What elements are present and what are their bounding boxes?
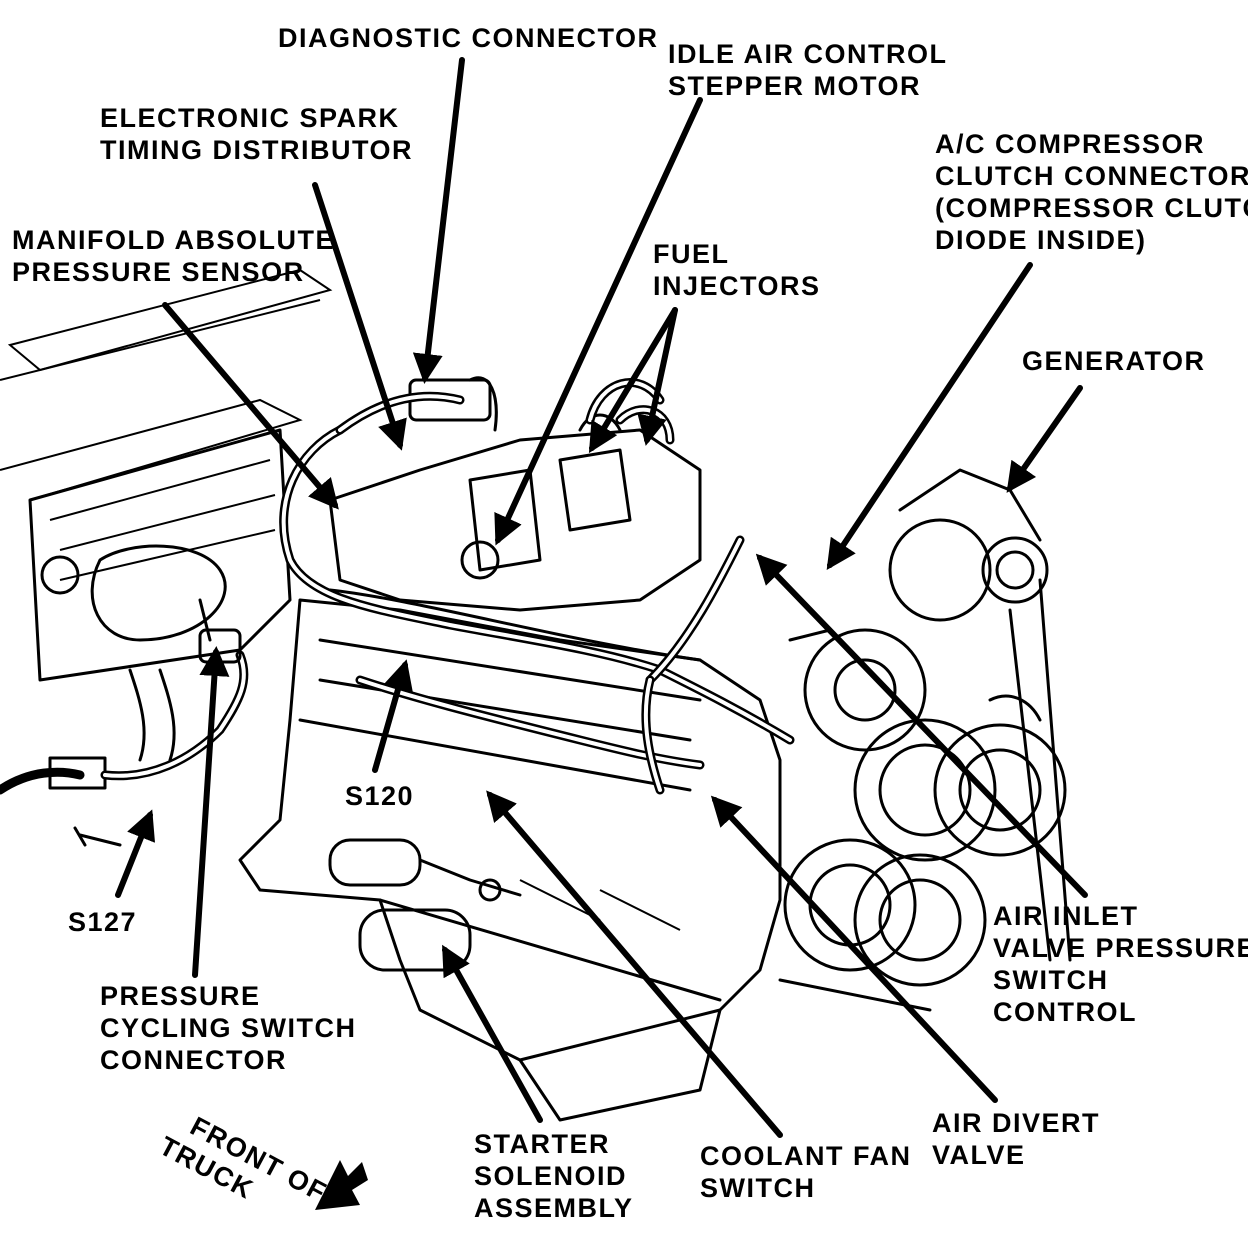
- arrow-pressure-cycling: [192, 646, 230, 978]
- arrow-generator: [1006, 385, 1083, 493]
- label-diagnostic-connector: DIAGNOSTIC CONNECTOR: [278, 23, 659, 53]
- arrow-s120: [372, 659, 413, 773]
- intake-manifold: [328, 376, 702, 612]
- label-pressure-cycling: PRESSURE CYCLING SWITCH CONNECTOR: [100, 981, 357, 1075]
- label-s120: S120: [345, 781, 415, 811]
- label-idle-air-control: IDLE AIR CONTROL STEPPER MOTOR: [668, 39, 948, 101]
- label-ac-compressor: A/C COMPRESSOR CLUTCH CONNECTOR (COMPRES…: [935, 129, 1248, 255]
- main-harness: [279, 378, 795, 795]
- label-fuel-injectors: FUEL INJECTORS: [653, 239, 821, 301]
- label-air-inlet: AIR INLET VALVE PRESSURE SWITCH CONTROL: [993, 901, 1248, 1027]
- arrow-distributor: [312, 182, 407, 451]
- radiator-support: [0, 268, 333, 762]
- label-generator: GENERATOR: [1022, 346, 1206, 376]
- engine-block: [238, 588, 782, 1122]
- arrow-manifold-pressure: [162, 302, 339, 510]
- arrow-fuel-injector-2: [637, 307, 678, 446]
- arrow-starter-solenoid: [442, 944, 543, 1123]
- label-coolant-fan: COOLANT FAN SWITCH: [700, 1141, 912, 1203]
- starter-solenoid-drawing: [328, 838, 522, 972]
- arrow-ac-compressor: [826, 262, 1033, 570]
- label-electronic-spark: ELECTRONIC SPARK TIMING DISTRIBUTOR: [100, 103, 413, 165]
- label-manifold-absolute: MANIFOLD ABSOLUTE PRESSURE SENSOR: [12, 225, 335, 287]
- label-starter-solenoid: STARTER SOLENOID ASSEMBLY: [474, 1129, 634, 1223]
- arrow-idle-air-control: [494, 97, 703, 546]
- arrow-diagnostic-connector: [412, 57, 465, 384]
- arrow-air-inlet: [755, 553, 1088, 898]
- pressure-cycling-harness: [0, 598, 249, 847]
- label-air-divert: AIR DIVERT VALVE: [932, 1108, 1101, 1170]
- arrow-air-divert: [710, 795, 998, 1103]
- arrow-s127: [115, 809, 156, 898]
- generator-drawing: [778, 468, 1072, 1012]
- callout-arrows: [115, 57, 1088, 1210]
- arrow-coolant-fan: [486, 790, 783, 1138]
- arrow-fuel-injector-1: [588, 307, 678, 454]
- label-s127: S127: [68, 907, 138, 937]
- front-of-truck-arrow: [315, 1160, 368, 1210]
